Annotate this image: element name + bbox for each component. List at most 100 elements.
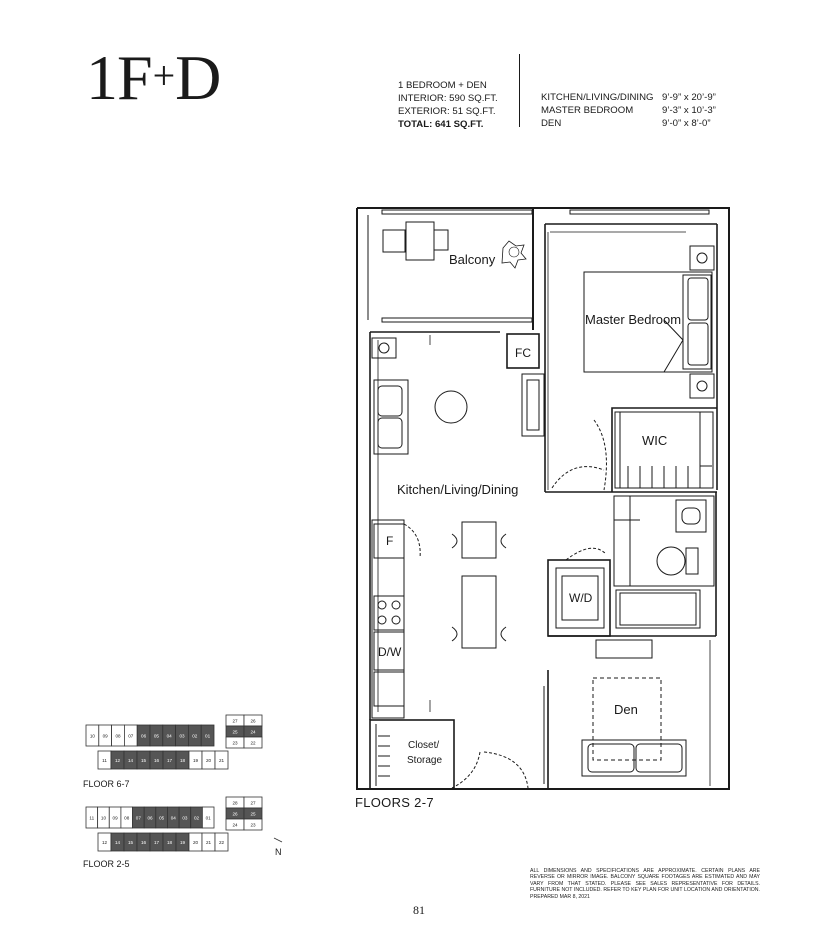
key-plan-unit xyxy=(243,736,263,749)
key-plan-unit-label: 12 xyxy=(102,840,108,845)
unit-suffix: D xyxy=(175,42,221,113)
key-plan-unit-label: 08 xyxy=(124,816,130,821)
key-plan-unit-label: 26 xyxy=(232,812,238,817)
key-plan-unit-label: 02 xyxy=(194,816,200,821)
header-divider xyxy=(519,54,520,127)
key-plan-unit-label: 14 xyxy=(115,840,121,845)
key-plan-unit xyxy=(201,806,215,829)
key-plan-unit-label: 12 xyxy=(115,758,121,763)
key-plan-unit-label: 23 xyxy=(232,741,238,746)
dimension-room: DEN xyxy=(541,118,562,129)
key-plan-unit-label: 04 xyxy=(167,734,173,739)
dimension-size: 9’-9” x 20’-9” xyxy=(662,92,716,103)
label-wd: W/D xyxy=(569,591,593,605)
spec-total: TOTAL: 641 SQ.FT. xyxy=(398,119,484,130)
key-plan-unit-label: 15 xyxy=(141,758,147,763)
key-plan-unit xyxy=(214,750,229,770)
key-plan-unit-label: 17 xyxy=(154,840,160,845)
key-plan-unit-label: 27 xyxy=(232,719,238,724)
key-plan-unit-label: 23 xyxy=(250,823,256,828)
label-fridge: F xyxy=(386,534,393,548)
key-plan-unit-label: 16 xyxy=(154,758,160,763)
key-plan-unit-label: 27 xyxy=(250,801,256,806)
label-wic: WIC xyxy=(642,433,667,448)
master-bedroom-furniture xyxy=(583,245,715,399)
dimension-row: KITCHEN/LIVING/DINING 9’-9” x 20’-9” xyxy=(541,91,716,104)
key-plan-unit-label: 21 xyxy=(206,840,212,845)
floors-label: FLOORS 2-7 xyxy=(355,795,434,810)
key-plan-unit-label: 18 xyxy=(180,758,186,763)
key-plan-unit-label: 06 xyxy=(147,816,153,821)
door-swings xyxy=(403,419,607,789)
wic-shelving xyxy=(614,411,714,489)
keyplan-label-2-5: FLOOR 2-5 xyxy=(83,859,130,869)
unit-specs: 1 BEDROOM + DEN INTERIOR: 590 SQ.FT. EXT… xyxy=(398,79,498,131)
interior-walls xyxy=(369,223,718,790)
den-furniture xyxy=(543,639,687,784)
closet xyxy=(375,724,390,786)
key-plan-unit-label: 04 xyxy=(171,816,177,821)
key-plan-unit-label: 24 xyxy=(232,823,238,828)
key-plan-unit-label: 08 xyxy=(115,734,121,739)
balcony xyxy=(382,221,527,269)
key-plan-unit-label: 03 xyxy=(179,734,185,739)
dimension-room: KITCHEN/LIVING/DINING xyxy=(541,92,654,103)
label-den: Den xyxy=(614,702,638,717)
label-kitchen-living-dining: Kitchen/Living/Dining xyxy=(397,482,518,497)
label-balcony: Balcony xyxy=(449,252,496,267)
key-plan-unit-label: 09 xyxy=(103,734,109,739)
key-plan-unit-label: 25 xyxy=(232,730,238,735)
page-number: 81 xyxy=(413,903,425,917)
key-plan-unit-label: 14 xyxy=(128,758,134,763)
key-plan-unit xyxy=(243,818,263,831)
key-plan-unit-label: 20 xyxy=(193,840,199,845)
key-plan-unit-label: 03 xyxy=(182,816,188,821)
spec-interior: INTERIOR: 590 SQ.FT. xyxy=(398,93,498,104)
dimension-markers xyxy=(377,231,711,786)
key-plan-unit xyxy=(214,832,229,852)
label-fc: FC xyxy=(515,346,531,360)
washer-dryer xyxy=(555,567,605,629)
unit-title: 1F+D xyxy=(86,40,221,114)
key-plan-unit-label: 11 xyxy=(102,758,107,763)
key-plan-unit-label: 09 xyxy=(113,816,119,821)
keyplan-label-6-7: FLOOR 6-7 xyxy=(83,779,130,789)
key-plan-unit-label: 18 xyxy=(167,840,173,845)
unit-plus: + xyxy=(152,53,176,98)
dimension-row: MASTER BEDROOM 9’-3” x 10’-3” xyxy=(541,104,716,117)
outer-walls xyxy=(356,207,730,790)
kitchen-counter xyxy=(371,337,545,719)
dimension-row: DEN 9’-0” x 8’-0” xyxy=(541,117,716,130)
key-plan-unit-label: 17 xyxy=(167,758,173,763)
unit-name: 1F xyxy=(86,42,153,113)
key-plan-unit-label: 22 xyxy=(250,741,256,746)
key-plan-unit xyxy=(200,724,215,747)
key-plan-unit-label: 28 xyxy=(232,801,238,806)
key-plan-unit-label: 15 xyxy=(128,840,134,845)
label-dw: D/W xyxy=(378,645,402,659)
key-plan-unit-label: 06 xyxy=(141,734,147,739)
room-dimensions: KITCHEN/LIVING/DINING 9’-9” x 20’-9” MAS… xyxy=(541,91,716,130)
key-plan-unit-label: 24 xyxy=(250,730,256,735)
disclaimer: ALL DIMENSIONS AND SPECIFICATIONS ARE AP… xyxy=(530,868,760,900)
key-plan-unit-label: 10 xyxy=(90,734,96,739)
dimension-size: 9’-0” x 8’-0” xyxy=(662,118,711,129)
spec-type: 1 BEDROOM + DEN xyxy=(398,80,487,91)
label-master-bedroom: Master Bedroom xyxy=(585,312,681,327)
key-plan-unit-label: 02 xyxy=(192,734,198,739)
windows xyxy=(367,209,710,323)
key-plan-unit-label: 16 xyxy=(141,840,147,845)
room-labels: Balcony Master Bedroom FC WIC Kitchen/Li… xyxy=(378,252,681,766)
key-plan-unit-label: 05 xyxy=(159,816,165,821)
dimension-room: MASTER BEDROOM xyxy=(541,105,634,116)
label-closet: Closet/ xyxy=(408,740,439,751)
key-plan-unit-label: 11 xyxy=(89,816,94,821)
key-plan-unit-label: 19 xyxy=(193,758,199,763)
key-plan-unit-label: 20 xyxy=(206,758,212,763)
key-plan-unit-label: 25 xyxy=(250,812,256,817)
key-plan-unit-label: 07 xyxy=(136,816,142,821)
